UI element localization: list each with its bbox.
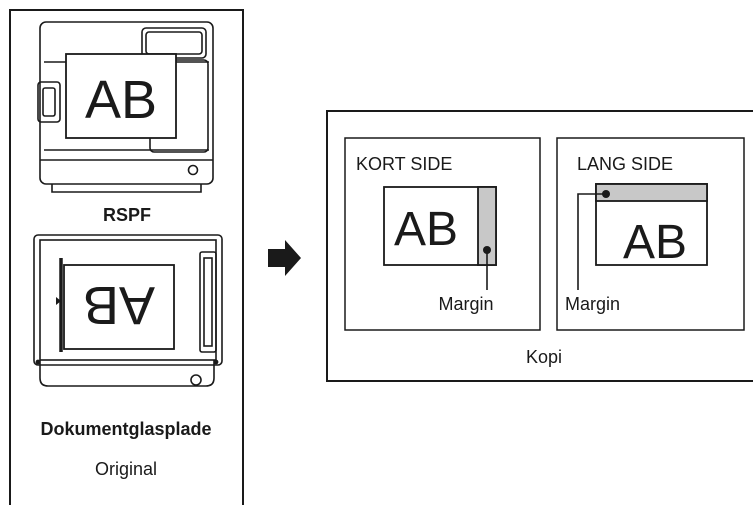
short-side-title: KORT SIDE (356, 154, 452, 174)
long-side-margin-label: Margin (565, 294, 620, 314)
glass-original-sheet: AB (63, 264, 175, 350)
short-side-margin-label: Margin (438, 294, 493, 314)
right-arrow-icon (268, 240, 301, 276)
long-side-box: LANG SIDE AB Margin (556, 137, 745, 331)
original-caption: Original (95, 459, 157, 479)
copy-panel-frame (326, 110, 753, 382)
long-side-title: LANG SIDE (577, 154, 673, 174)
short-side-sheet-text: AB (394, 203, 458, 256)
rspf-original-sheet: AB (65, 53, 177, 139)
long-side-margin-leader (577, 193, 606, 290)
long-side-margin-strip (595, 183, 708, 202)
copy-caption: Kopi (526, 347, 562, 367)
short-side-box: KORT SIDE AB Margin (344, 137, 541, 331)
document-glass-machine-icon (33, 234, 223, 387)
rspf-label: RSPF (103, 205, 151, 225)
original-panel: AB RSPF AB Dokumentglasplade Original (9, 9, 244, 505)
original-panel-frame (9, 9, 244, 505)
copy-panel: KORT SIDE AB Margin LANG SIDE AB Margin … (326, 110, 753, 382)
glass-edge-marker-icon (56, 297, 61, 305)
glass-sheet-text: AB (83, 275, 155, 335)
rspf-sheet-text: AB (85, 70, 157, 130)
glass-label: Dokumentglasplade (40, 419, 211, 439)
long-side-sheet-text: AB (623, 216, 687, 269)
